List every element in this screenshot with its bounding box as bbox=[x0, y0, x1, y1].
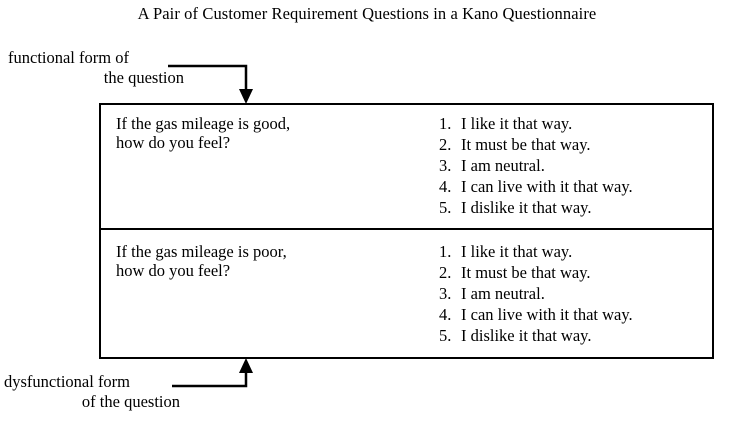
option-label: I am neutral. bbox=[461, 284, 545, 304]
arrow-down-icon bbox=[168, 64, 253, 104]
question-text: If the gas mileage is good, how do you f… bbox=[101, 105, 391, 152]
answer-cell-dysfunctional: 1. I like it that way. 2. It must be that … bbox=[391, 228, 712, 357]
option-number: 3. bbox=[439, 156, 452, 175]
table-row: If the gas mileage is good, how do you f… bbox=[101, 105, 712, 229]
question-line2: how do you feel? bbox=[116, 261, 231, 281]
option-label: I dislike it that way. bbox=[461, 198, 592, 217]
arrow-up-icon bbox=[172, 358, 253, 388]
option-label: I can live with it that way. bbox=[461, 177, 633, 196]
option-label: I dislike it that way. bbox=[461, 326, 592, 346]
option-number: 2. bbox=[439, 263, 452, 283]
option-label: I can live with it that way. bbox=[461, 305, 633, 325]
option-number: 4. bbox=[439, 177, 452, 196]
annotation-functional-line1: functional form of bbox=[8, 48, 129, 67]
answer-options-list: 1. I like it that way. 2. It must be that … bbox=[391, 230, 712, 346]
list-item[interactable]: 2. It must be that way. bbox=[439, 134, 712, 155]
option-number: 4. bbox=[439, 305, 452, 325]
kano-questionnaire-table: If the gas mileage is good, how do you f… bbox=[99, 103, 714, 359]
option-label: I am neutral. bbox=[461, 156, 545, 175]
question-cell-functional: If the gas mileage is good, how do you f… bbox=[101, 105, 391, 229]
option-number: 1. bbox=[439, 242, 452, 262]
list-item[interactable]: 3. I am neutral. bbox=[439, 155, 712, 176]
option-number: 1. bbox=[439, 114, 452, 133]
annotation-dysfunctional-line2: of the question bbox=[81, 392, 180, 411]
list-item[interactable]: 1. I like it that way. bbox=[439, 113, 712, 134]
list-item[interactable]: 5. I dislike it that way. bbox=[439, 325, 712, 346]
question-cell-dysfunctional: If the gas mileage is poor, how do you f… bbox=[101, 228, 391, 357]
option-label: I like it that way. bbox=[461, 114, 573, 133]
answer-options-list: 1. I like it that way. 2. It must be that … bbox=[391, 105, 712, 218]
list-item[interactable]: 4. I can live with it that way. bbox=[439, 304, 712, 325]
annotation-functional-form: functional form of the question bbox=[8, 48, 184, 88]
list-item[interactable]: 2. It must be that way. bbox=[439, 262, 712, 283]
list-item[interactable]: 5. I dislike it that way. bbox=[439, 197, 712, 218]
annotation-dysfunctional-form: dysfunctional form of the question bbox=[4, 372, 180, 412]
table-row: If the gas mileage is poor, how do you f… bbox=[101, 228, 712, 357]
option-number: 2. bbox=[439, 135, 452, 154]
annotation-dysfunctional-line1: dysfunctional form bbox=[4, 372, 131, 391]
figure-title: A Pair of Customer Requirement Questions… bbox=[137, 4, 597, 23]
answer-cell-functional: 1. I like it that way. 2. It must be that … bbox=[391, 105, 712, 229]
question-text: If the gas mileage is poor, how do you f… bbox=[101, 230, 391, 280]
question-line1: If the gas mileage is good, bbox=[116, 114, 291, 133]
list-item[interactable]: 4. I can live with it that way. bbox=[439, 176, 712, 197]
option-number: 5. bbox=[439, 198, 452, 217]
option-number: 3. bbox=[439, 284, 452, 304]
option-label: I like it that way. bbox=[461, 242, 573, 262]
annotation-functional-line2: the question bbox=[103, 68, 184, 87]
option-label: It must be that way. bbox=[461, 263, 591, 283]
question-line1: If the gas mileage is poor, bbox=[116, 242, 287, 262]
option-label: It must be that way. bbox=[461, 135, 591, 154]
list-item[interactable]: 3. I am neutral. bbox=[439, 283, 712, 304]
option-number: 5. bbox=[439, 326, 452, 346]
list-item[interactable]: 1. I like it that way. bbox=[439, 241, 712, 262]
question-line2: how do you feel? bbox=[116, 133, 231, 152]
